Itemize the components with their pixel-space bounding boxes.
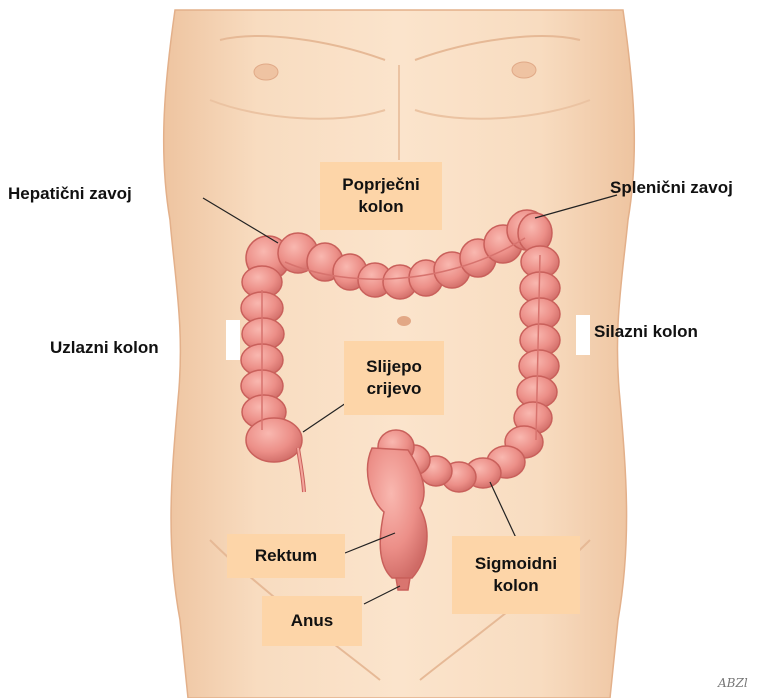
label-transverse-colon: Poprječni kolon — [320, 162, 442, 230]
label-anus: Anus — [262, 596, 362, 646]
label-transverse-colon-text: Poprječni kolon — [336, 174, 426, 218]
label-rectum: Rektum — [227, 534, 345, 578]
right-nipple — [512, 62, 536, 78]
white-tab-left — [226, 320, 240, 360]
left-nipple — [254, 64, 278, 80]
label-splenic-flexure: Splenični zavoj — [610, 177, 733, 199]
label-sigmoid-colon: Sigmoidni kolon — [452, 536, 580, 614]
label-ascending-colon: Uzlazni kolon — [50, 337, 159, 359]
label-descending-colon: Silazni kolon — [594, 321, 698, 343]
label-sigmoid-colon-text: Sigmoidni kolon — [468, 553, 564, 597]
label-cecum-text: Slijepo crijevo — [359, 356, 429, 400]
label-cecum: Slijepo crijevo — [344, 341, 444, 415]
label-hepatic-flexure: Hepatični zavoj — [8, 183, 132, 205]
white-tab-right — [576, 315, 590, 355]
navel — [397, 316, 411, 326]
artist-signature: ABZl — [718, 676, 748, 690]
